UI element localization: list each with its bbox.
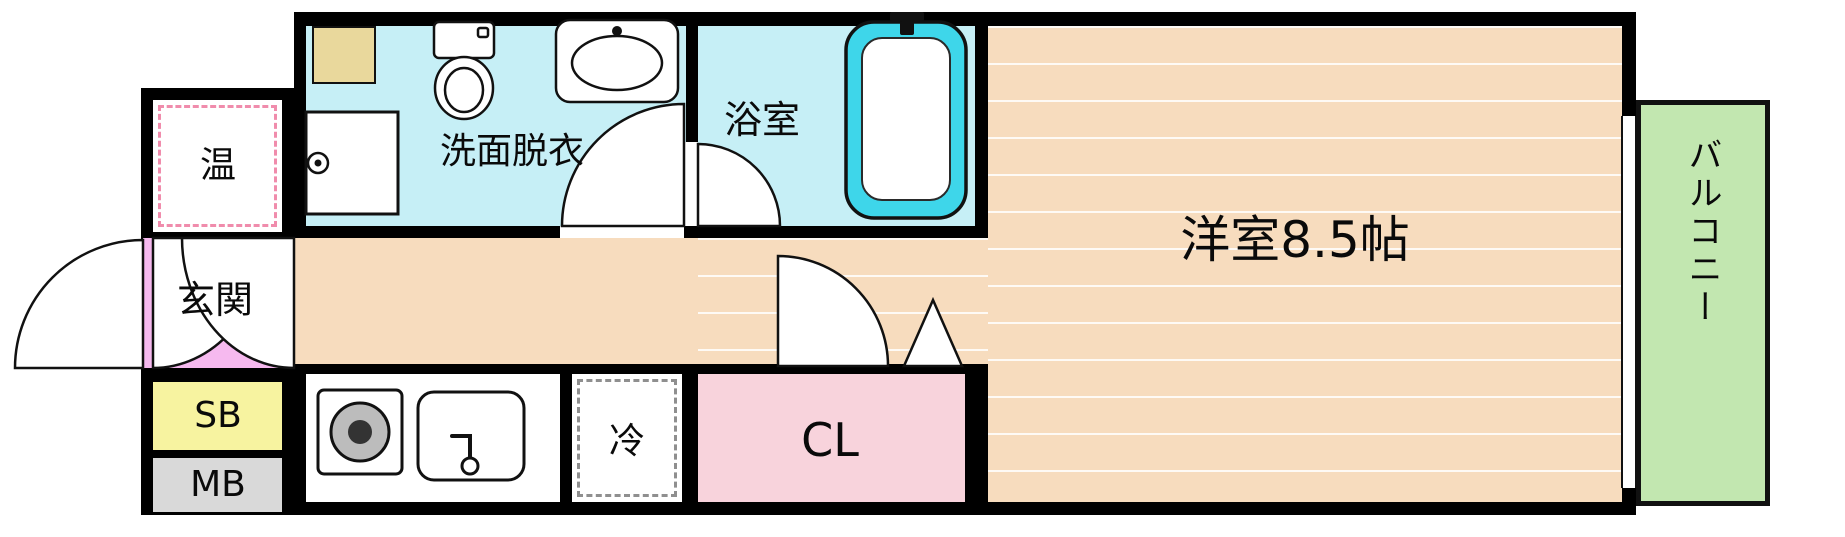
pipe-space: [312, 26, 376, 84]
western-room-label: 洋室8.5帖: [1180, 211, 1410, 269]
room-meterbox: [153, 458, 282, 512]
room-shoebox: [153, 382, 282, 450]
hallway-flooring: [698, 238, 988, 364]
bathroom-door-opening: [684, 142, 698, 226]
room-refrigerator: [572, 374, 682, 502]
room-western: [988, 26, 1622, 502]
entrance-door-arc-icon: [13, 238, 145, 370]
refrigerator-label: 冷: [608, 421, 646, 462]
room-water-heater: [153, 100, 282, 232]
washroom-label: 洗面脱衣: [439, 131, 585, 172]
room-balcony: [1636, 100, 1770, 506]
shoebox-label: SB: [194, 395, 242, 436]
water-heater-label: 温: [199, 145, 237, 186]
room-kitchen: [306, 374, 560, 502]
refrigerator-dashed-outline: [577, 379, 677, 497]
washroom-door-opening: [560, 226, 684, 238]
bathroom-label: 浴室: [723, 98, 801, 142]
balcony-label: バルコニー: [1682, 137, 1722, 327]
window-icon: [1621, 116, 1637, 488]
entrance-label: 玄関: [176, 278, 254, 322]
meterbox-label: MB: [190, 464, 246, 505]
hallway: [294, 238, 698, 364]
water-heater-dashed-outline: [158, 105, 277, 227]
closet-label: CL: [801, 413, 859, 467]
room-closet: [698, 374, 965, 502]
